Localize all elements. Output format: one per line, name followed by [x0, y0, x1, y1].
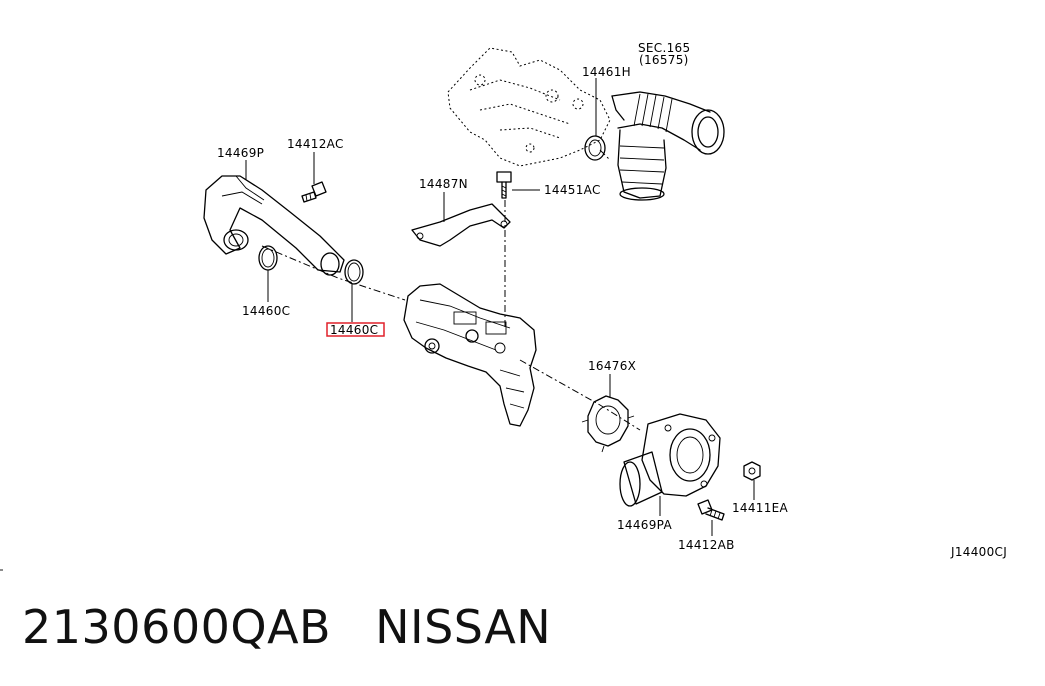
- label-sec-165: SEC.165: [638, 41, 690, 55]
- label-14460c-highlighted: 14460C: [330, 323, 378, 337]
- part-number: 2130600QAB: [22, 600, 332, 654]
- label-diagram-ref: J14400CJ: [950, 545, 1007, 559]
- label-14487n: 14487N: [419, 177, 468, 191]
- part-labels: SEC.165 (16575) 14461H 14469P 14412AC 14…: [217, 41, 1007, 559]
- bracket-14487n: [411, 203, 511, 247]
- intake-tube-14469p: [203, 175, 345, 276]
- outlet-14469pa: [619, 413, 721, 507]
- engine-block-outline: [447, 47, 611, 167]
- brand-name: NISSAN: [375, 600, 552, 654]
- label-14412ac: 14412AC: [287, 137, 344, 151]
- bolt-14412ac: [301, 181, 327, 203]
- bolt-14451ac: [496, 171, 512, 199]
- caption: 2130600QAB NISSAN: [22, 600, 551, 654]
- label-14412ab: 14412AB: [678, 538, 735, 552]
- label-14451ac: 14451AC: [544, 183, 601, 197]
- leader-lines: [245, 78, 755, 536]
- gasket-16476x: [581, 395, 635, 453]
- egr-valve-body: [403, 283, 537, 427]
- label-14469p: 14469P: [217, 146, 264, 160]
- o-ring-14460c-right: [344, 259, 364, 285]
- label-14461h: 14461H: [582, 65, 631, 79]
- hose-clamp-14461h: [584, 135, 606, 161]
- label-sec-ref: (16575): [639, 53, 689, 67]
- highlight-box: [326, 322, 385, 337]
- bolt-14412ab: [697, 499, 725, 521]
- label-14411ea: 14411EA: [732, 501, 789, 515]
- air-inlet-duct: [611, 91, 725, 201]
- label-16476x: 16476X: [588, 359, 636, 373]
- o-ring-14460c-left: [258, 245, 278, 271]
- label-14460c-left: 14460C: [242, 304, 290, 318]
- label-14469pa: 14469PA: [617, 518, 672, 532]
- nut-14411ea: [743, 461, 761, 481]
- parts-exploded-diagram: SEC.165 (16575) 14461H 14469P 14412AC 14…: [0, 41, 1007, 571]
